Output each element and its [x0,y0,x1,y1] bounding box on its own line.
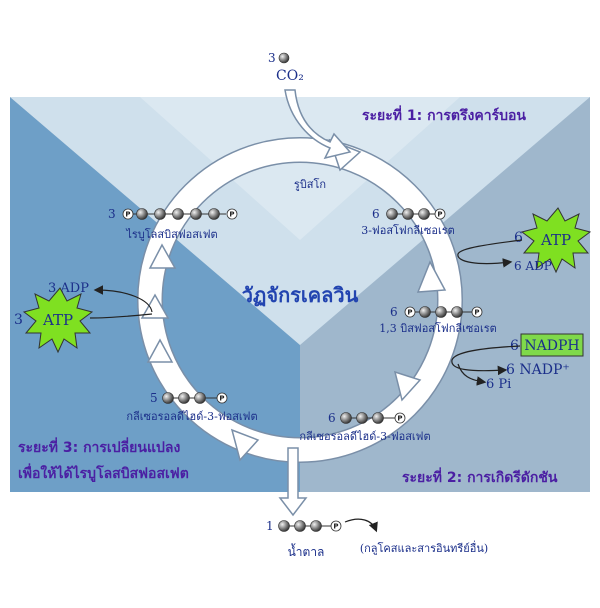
atp-right-label: ATP [540,231,571,249]
carbon [154,208,166,220]
carbon [162,392,174,404]
nadph-label: NADPH [524,338,579,354]
sugar-exit-arrow [278,447,308,517]
atp-left-arrow [93,285,153,313]
co2-entry-arrow [284,89,352,160]
ring-arrow-left-upper [148,243,177,269]
stage3-line2: เพื่อให้ได้ไรบูโลสบิสฟอสเฟต [18,463,189,482]
phosphate-symbol: P [333,523,338,531]
carbon [172,208,184,220]
cycle-title: วัฏจักรเคลวิน [242,283,359,307]
co2-carbon [278,52,290,64]
carbon [136,208,148,220]
cycle-ring [138,138,462,462]
carbon [356,412,368,424]
carbon [278,520,290,532]
adp-left-label: 3 ADP [48,281,89,296]
atp-left-label: ATP [42,311,73,329]
carbon [208,208,220,220]
atp-right-count: 6 [514,230,523,246]
carbon [386,208,398,220]
stage3-line1: ระยะที่ 3: การเปลี่ยนแปลง [18,437,180,456]
nadph-arrow [451,345,521,376]
carbon [178,392,190,404]
pi-arrow [457,363,487,386]
phosphate-symbol: P [125,211,130,219]
carbon [435,306,447,318]
atp-left-arrow-in [89,313,153,319]
co2-count: 3 [268,51,276,65]
rubisco-label: รูบิสโก [294,177,326,191]
phosphate-symbol: P [437,211,442,219]
sugar-molecule: P [278,520,342,532]
ring-arrow-left-mid [140,293,170,319]
ring-arrow-right-lower [393,370,422,402]
carbon [418,208,430,220]
pi-label: 6 Pi [486,377,511,392]
sugar-label: น้ำตาล [288,543,325,559]
carbon [190,208,202,220]
rubp-count: 3 [108,207,116,221]
atp-right-arrow [457,239,523,268]
g3p-left-count: 5 [150,391,158,405]
carbon [194,392,206,404]
bpg-count: 6 [390,305,398,319]
carbon [310,520,322,532]
sugar-note: (กลูโคสและสารอินทรีย์อื่น) [360,540,488,555]
adp-right-label: 6 ADP [514,259,552,273]
sugar-output-arrow [344,518,378,533]
atp-left-burst [22,287,94,354]
phosphate [471,306,483,318]
stage1-title: ระยะที่ 1: การตรึงคาร์บอน [362,105,526,124]
g3p-right-label: กลีเซอรอลดีไฮด์-3-ฟอสเฟต [299,430,430,443]
co2-label: CO₂ [276,68,304,84]
rubp-label: ไรบูโลสบิสฟอสเฟต [125,227,217,241]
rubp-molecule: P P [122,208,238,220]
g3p-left-label: กลีเซอรอลดีไฮด์-3-ฟอสเฟต [126,410,257,423]
bpg-molecule: P P [404,306,483,318]
pga-molecule: P [386,208,446,220]
g3p-left-molecule: P [162,392,228,404]
atp-left-count: 3 [14,312,23,328]
ring-arrow-left-lower [146,338,174,363]
g3p-right-molecule: P [340,412,406,424]
carbon [340,412,352,424]
phosphate [330,520,342,532]
stage2-title: ระยะที่ 2: การเกิดรีดักชัน [402,467,558,486]
carbon [372,412,384,424]
phosphate-symbol: P [474,309,479,317]
phosphate-symbol: P [407,309,412,317]
phosphate [434,208,446,220]
nadph-box [520,333,584,357]
ring-chevrons [140,138,447,462]
phosphate [216,392,228,404]
atp-right-burst [520,207,592,274]
pga-count: 6 [372,207,380,221]
ring-arrow-bottom [230,428,260,462]
g3p-right-count: 6 [328,411,336,425]
carbon [294,520,306,532]
phosphate [226,208,238,220]
carbon [451,306,463,318]
bpg-label: 1,3 บิสฟอสโฟกลีเซอเรต [379,321,497,335]
ring-arrow-right-upper [416,260,447,293]
phosphate [394,412,406,424]
sugar-count: 1 [266,519,274,533]
pga-label: 3-ฟอสโฟกลีเซอเรต [361,223,455,237]
carbon [419,306,431,318]
carbon [402,208,414,220]
center-top-region [140,97,460,240]
nadp-label: 6 NADP⁺ [506,362,570,378]
phosphate-symbol: P [229,211,234,219]
phosphate-symbol: P [397,415,402,423]
phosphate-symbol: P [219,395,224,403]
